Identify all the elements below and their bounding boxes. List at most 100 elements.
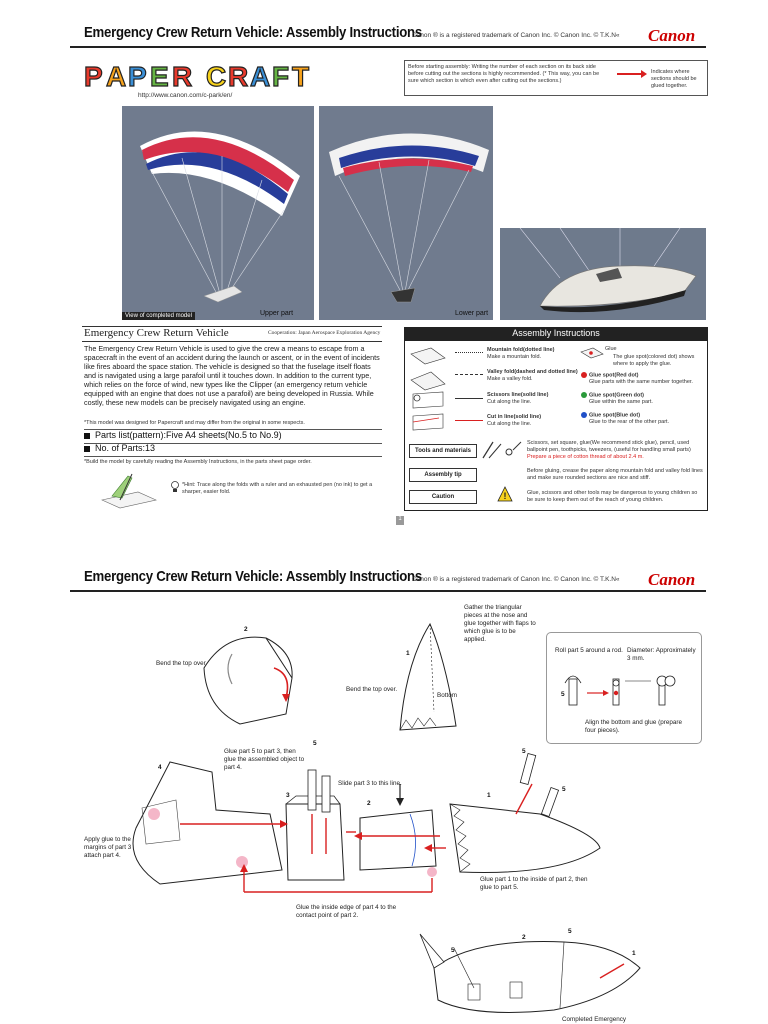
- tools-thread-note: Prepare a piece of cotton thread of abou…: [527, 454, 703, 461]
- part-number: 1: [487, 792, 491, 799]
- scissors-illustration: [409, 388, 449, 432]
- before-note-box: Before starting assembly: Writing the nu…: [404, 60, 708, 96]
- page1-title: Emergency Crew Return Vehicle: Assembly …: [84, 24, 422, 41]
- parts-count-text: No. of Parts:13: [95, 443, 155, 453]
- mountain-fold-line: [455, 352, 483, 353]
- cooperation-text: Cooperation: Japan Aerospace Exploration…: [268, 330, 380, 337]
- caution-label: Caution: [409, 490, 477, 504]
- tip-label: Assembly tip: [409, 468, 477, 482]
- canon-logo: Canon: [648, 26, 695, 46]
- svg-text:F: F: [272, 61, 289, 92]
- completed-caption: Completed Emergency: [562, 1016, 626, 1024]
- design-note: *This model was designed for Papercraft …: [84, 420, 384, 427]
- glue-blue-desc: Glue to the rear of the other part.: [589, 419, 669, 426]
- header-rule-2: [70, 590, 706, 592]
- photo-lower-part: Lower part: [319, 106, 493, 320]
- scissors-title: Scissors line(solid line): [487, 392, 548, 399]
- bend-instruction-1: Bend the top over.: [156, 660, 207, 668]
- part-number: 2: [367, 800, 371, 807]
- valley-desc: Make a valley fold.: [487, 376, 533, 383]
- part-number: 5: [522, 748, 526, 755]
- cutin-title: Cut in line(solid line): [487, 414, 541, 421]
- cutin-desc: Cut along the line.: [487, 421, 531, 428]
- photo-vehicle-closeup: [500, 228, 706, 320]
- photo-completed-view: View of completed model Upper part: [122, 106, 314, 320]
- ruler-fold-illustration: [98, 470, 158, 510]
- glue-desc: The glue spot(colored dot) shows where t…: [613, 354, 705, 368]
- glue-illustration: [579, 346, 605, 366]
- parts-count-row: No. of Parts:13: [84, 443, 382, 457]
- part1-nose-illustration: [396, 622, 466, 734]
- part-number: 5: [562, 786, 566, 793]
- canon-logo-2: Canon: [648, 570, 695, 590]
- bullet-icon: [84, 433, 90, 439]
- photo-view-label: View of completed model: [122, 312, 195, 320]
- page-number: 1: [396, 516, 404, 525]
- page2-trademark: Canon ® is a registered trademark of Can…: [412, 576, 620, 583]
- svg-text:T: T: [292, 61, 309, 92]
- assembly-header: Assembly Instructions: [405, 328, 707, 341]
- part-number: 2: [522, 934, 526, 941]
- valley-fold-line: [455, 374, 483, 375]
- gather-instruction: Gather the triangular pieces at the nose…: [464, 604, 538, 644]
- part-number: 3: [286, 792, 290, 799]
- parts-list-row: Parts list(pattern):Five A4 sheets(No.5 …: [84, 429, 382, 444]
- tools-text: Scissors, set square, glue(We recommend …: [527, 440, 703, 454]
- parts-list-text: Parts list(pattern):Five A4 sheets(No.5 …: [95, 430, 282, 440]
- part-number: 1: [406, 650, 410, 657]
- part-number: 5: [451, 947, 455, 954]
- arrow-legend-text: Indicates where sections should be glued…: [651, 69, 705, 90]
- svg-text:R: R: [172, 61, 192, 92]
- svg-text:P: P: [84, 61, 103, 92]
- roll-instruction: Roll part 5 around a rod.: [555, 647, 625, 655]
- mountain-desc: Make a mountain fold.: [487, 354, 541, 361]
- svg-text:E: E: [150, 61, 169, 92]
- part-number: 1: [632, 950, 636, 957]
- part-number: 5: [568, 928, 572, 935]
- part-number: 4: [158, 764, 162, 771]
- part-number: 5: [313, 740, 317, 747]
- svg-text:A: A: [250, 61, 270, 92]
- part2-bend-illustration: [196, 628, 306, 728]
- glue-red-desc: Glue parts with the same number together…: [589, 379, 693, 386]
- caution-text: Glue, scissors and other tools may be da…: [527, 490, 703, 504]
- align-instruction: Align the bottom and glue (prepare four …: [585, 719, 685, 735]
- photo-lower-label: Lower part: [455, 310, 488, 317]
- part-number: 5: [561, 691, 565, 698]
- tip-text: Before gluing, crease the paper along mo…: [527, 468, 703, 482]
- red-dot-icon: [581, 372, 587, 378]
- svg-text:!: !: [504, 491, 507, 501]
- cutin-line: [455, 420, 483, 421]
- diameter-note: Diameter: Approximately 3 mm.: [627, 647, 697, 663]
- page2-title: Emergency Crew Return Vehicle: Assembly …: [84, 568, 422, 585]
- tools-icon: [479, 440, 523, 460]
- bend-instruction-2: Bend the top over.: [346, 686, 397, 694]
- bullet-icon: [84, 446, 90, 452]
- papercraft-logo: P A P E R C R A F T: [82, 56, 322, 92]
- assembly-instructions-box: Assembly Instructions Mountain fold(dott…: [404, 327, 708, 511]
- mountain-title: Mountain fold(dotted line): [487, 347, 555, 354]
- svg-text:R: R: [228, 61, 248, 92]
- scissors-line: [455, 398, 483, 399]
- glue-green-desc: Glue within the same part.: [589, 399, 653, 406]
- completed-model-illustration: [414, 928, 644, 1018]
- website-url[interactable]: http://www.canon.com/c-park/en/: [138, 92, 232, 99]
- green-dot-icon: [581, 392, 587, 398]
- photo-upper-label: Upper part: [260, 310, 293, 317]
- section-title: Emergency Crew Return Vehicle: [84, 327, 229, 339]
- roll-detail-box: Roll part 5 around a rod. Diameter: Appr…: [546, 632, 702, 744]
- page1-trademark: Canon ® is a registered trademark of Can…: [412, 32, 620, 39]
- scissors-desc: Cut along the line.: [487, 399, 531, 406]
- main-assembly-diagram: [120, 744, 620, 900]
- vehicle-description: The Emergency Crew Return Vehicle is use…: [84, 344, 384, 407]
- lightbulb-icon: [170, 480, 180, 492]
- blue-dot-icon: [581, 412, 587, 418]
- build-note: *Build the model by carefully reading th…: [84, 459, 384, 466]
- svg-text:P: P: [128, 61, 147, 92]
- bottom-label: Bottom: [437, 692, 457, 700]
- header-rule: [70, 46, 706, 48]
- before-note-text: Before starting assembly: Writing the nu…: [408, 64, 608, 85]
- valley-title: Valley fold(dashed and dotted line): [487, 369, 578, 376]
- glue-label: Glue: [605, 346, 617, 353]
- part-number: 2: [244, 626, 248, 633]
